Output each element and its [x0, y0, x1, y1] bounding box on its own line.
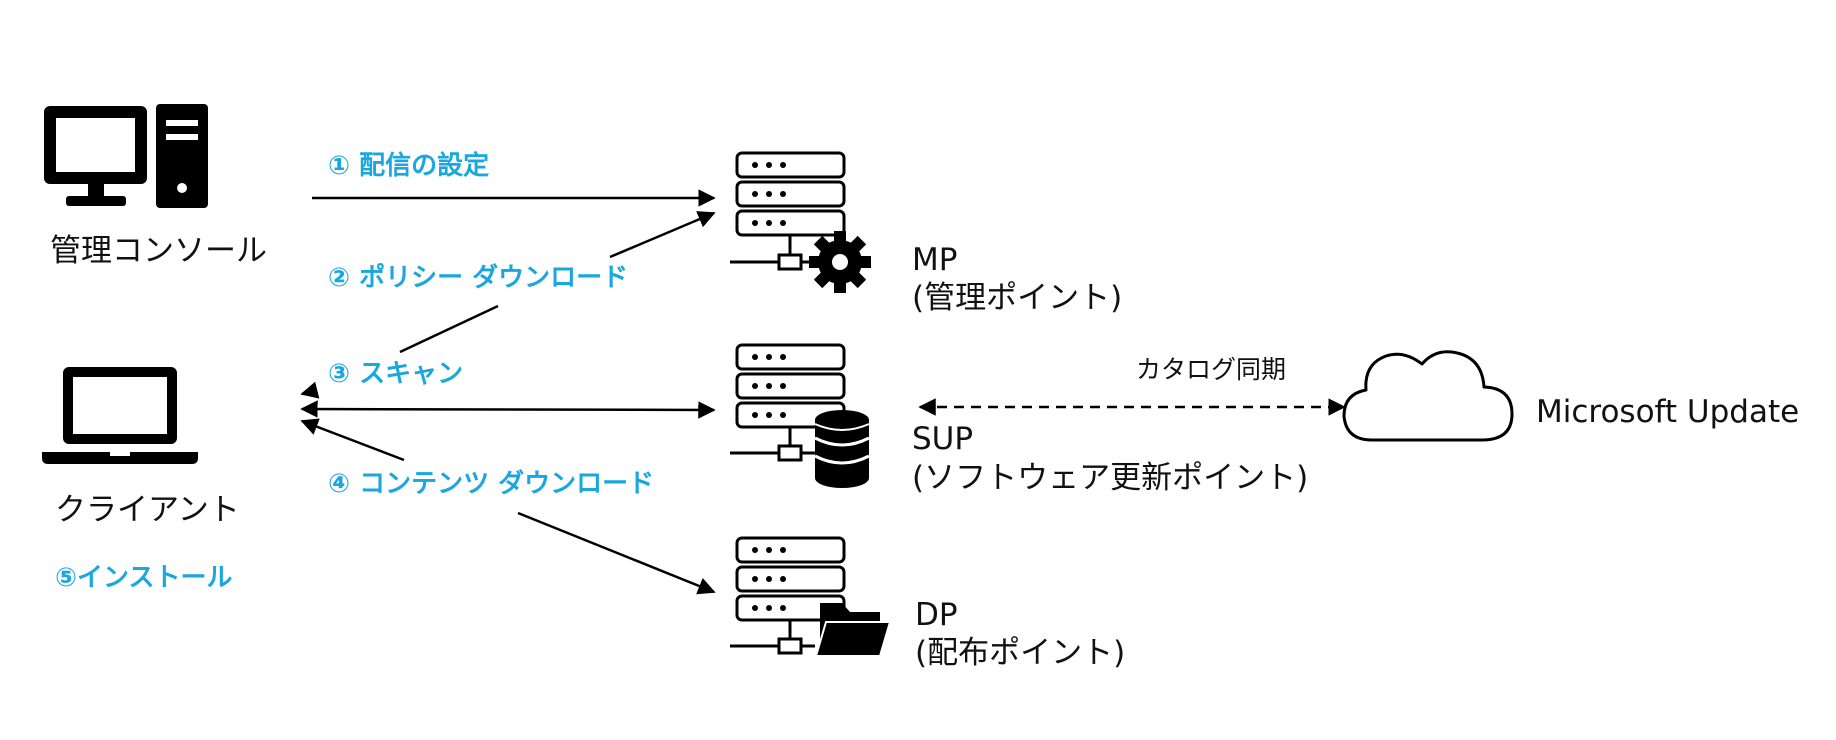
- cloud-icon: [1342, 350, 1514, 442]
- admin-console-label: 管理コンソール: [50, 233, 267, 269]
- arrow-client-up-tip: [300, 381, 320, 399]
- step-4-label: ④ コンテンツ ダウンロード: [328, 469, 655, 499]
- client-label: クライアント: [55, 492, 240, 528]
- arrow-content-download: [300, 418, 716, 595]
- server-database-icon: [730, 343, 870, 488]
- sup-desc: (ソフトウェア更新ポイント): [912, 460, 1309, 496]
- step-5-label: ⑤インストール: [55, 563, 233, 593]
- dp-name: DP: [915, 597, 958, 633]
- mp-desc: (管理ポイント): [912, 280, 1123, 316]
- microsoft-update-label: Microsoft Update: [1536, 394, 1800, 430]
- server-gear-icon: [730, 151, 871, 293]
- dp-desc: (配布ポイント): [915, 635, 1126, 671]
- arrow-policy-download: [399, 211, 716, 354]
- step-3-label: ③ スキャン: [328, 359, 464, 389]
- arrow-scan: [300, 400, 716, 419]
- sup-name: SUP: [912, 421, 974, 457]
- laptop-icon: [42, 367, 198, 464]
- catalog-sync-label: カタログ同期: [1136, 355, 1287, 384]
- server-folder-icon: [730, 536, 892, 657]
- mp-name: MP: [912, 242, 958, 278]
- step-1-label: ① 配信の設定: [328, 151, 490, 181]
- desktop-pc-icon: [44, 104, 208, 208]
- step-2-label: ② ポリシー ダウンロード: [328, 263, 629, 293]
